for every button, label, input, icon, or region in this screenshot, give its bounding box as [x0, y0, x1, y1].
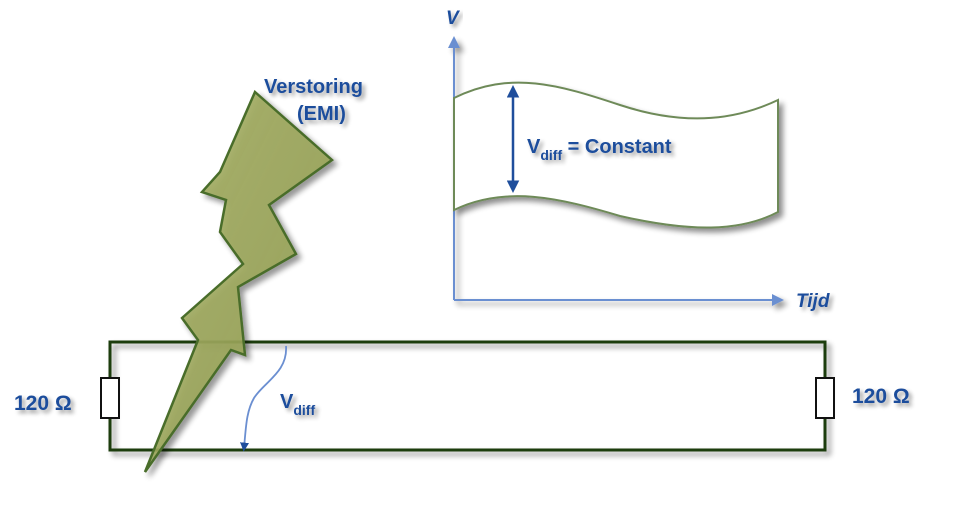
y-axis-label: V	[446, 8, 460, 29]
right-resistor	[815, 377, 835, 419]
x-axis-label: Tijd	[796, 291, 830, 312]
circuit-vdiff-label: Vdiff	[280, 391, 315, 418]
vdiff-subscript: diff	[540, 147, 562, 163]
vdiff-constant-text: = Constant	[562, 136, 672, 158]
left-resistor	[100, 377, 120, 419]
circuit-vdiff-subscript: diff	[293, 402, 315, 418]
vdiff-curved-arrow	[240, 345, 287, 452]
circuit-vdiff-main: V	[280, 391, 294, 413]
signal-band	[453, 81, 779, 229]
right-resistor-label: 120 Ω	[852, 385, 910, 408]
lightning-bolt-icon	[143, 89, 335, 473]
disturbance-label-line2: (EMI)	[297, 103, 346, 125]
vdiff-constant-label: Vdiff = Constant	[527, 136, 672, 163]
disturbance-label-line1: Verstoring	[264, 76, 363, 98]
vdiff-main: V	[527, 136, 541, 158]
left-resistor-label: 120 Ω	[14, 392, 72, 415]
